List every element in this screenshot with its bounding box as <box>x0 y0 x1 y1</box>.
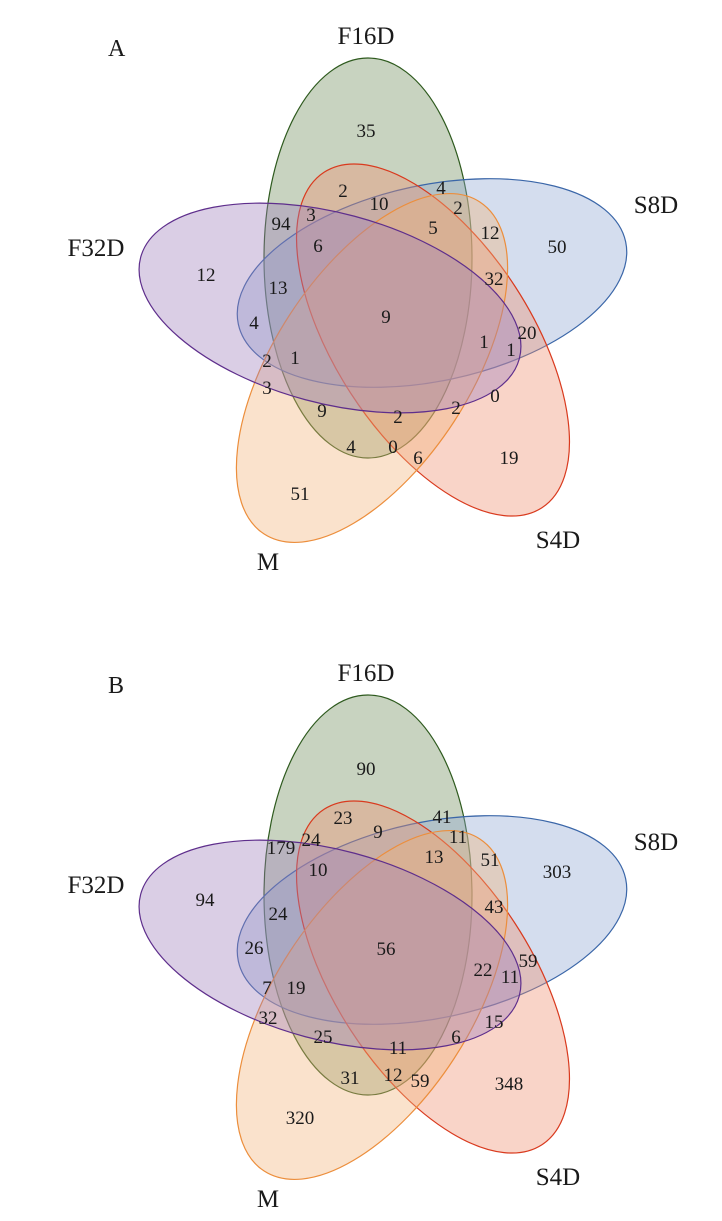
region-count: 13 <box>425 847 444 868</box>
region-count: 13 <box>269 278 288 299</box>
panel-label-a: A <box>108 36 126 62</box>
region-count: 94 <box>196 890 216 911</box>
region-count: 4 <box>436 178 446 199</box>
set-label-s4d: S4D <box>536 1164 580 1191</box>
region-count: 1 <box>506 340 516 361</box>
region-count: 179 <box>267 838 296 859</box>
region-count: 50 <box>548 237 567 258</box>
region-count: 9 <box>381 307 391 328</box>
panel-label-b: B <box>108 673 124 699</box>
region-count: 10 <box>370 194 389 215</box>
region-count: 59 <box>519 951 538 972</box>
set-ellipse-s4d <box>295 163 571 517</box>
region-count: 12 <box>384 1065 403 1086</box>
region-count: 11 <box>449 827 467 848</box>
region-count: 5 <box>428 218 438 239</box>
set-ellipse-m <box>235 192 509 544</box>
region-count: 348 <box>495 1074 524 1095</box>
region-count: 25 <box>314 1027 333 1048</box>
region-count: 4 <box>346 437 356 458</box>
region-count: 26 <box>245 938 264 959</box>
region-count: 12 <box>481 223 500 244</box>
set-label-m: M <box>257 549 279 576</box>
set-ellipse-f16d <box>263 57 473 459</box>
region-count: 1 <box>479 332 489 353</box>
region-count: 51 <box>291 484 310 505</box>
region-count: 23 <box>334 808 353 829</box>
region-count: 12 <box>197 265 216 286</box>
region-count: 7 <box>262 978 272 999</box>
region-count: 1 <box>290 348 300 369</box>
set-ellipse-m <box>235 829 509 1181</box>
set-label-f16d: F16D <box>338 23 395 50</box>
region-count: 11 <box>501 967 519 988</box>
region-count: 303 <box>543 862 572 883</box>
region-count: 2 <box>451 398 461 419</box>
set-label-m: M <box>257 1186 279 1213</box>
set-ellipse-f32d <box>138 202 522 414</box>
set-label-s8d: S8D <box>634 192 678 219</box>
region-count: 90 <box>357 759 376 780</box>
region-count: 32 <box>259 1008 278 1029</box>
region-count: 3 <box>306 205 316 226</box>
region-count: 0 <box>388 437 398 458</box>
set-label-s4d: S4D <box>536 527 580 554</box>
region-count: 9 <box>373 822 383 843</box>
region-count: 320 <box>286 1108 315 1129</box>
region-count: 3 <box>262 378 272 399</box>
region-count: 0 <box>490 386 500 407</box>
set-ellipse-s4d <box>295 800 571 1154</box>
region-count: 51 <box>481 850 500 871</box>
region-count: 10 <box>309 860 328 881</box>
set-label-f16d: F16D <box>338 660 395 687</box>
region-count: 11 <box>389 1038 407 1059</box>
region-count: 6 <box>313 236 323 257</box>
region-count: 19 <box>287 978 306 999</box>
region-count: 41 <box>433 807 452 828</box>
set-ellipse-s8d <box>236 178 628 388</box>
region-count: 19 <box>500 448 519 469</box>
set-ellipse-f32d <box>138 839 522 1051</box>
region-count: 94 <box>272 214 292 235</box>
region-count: 6 <box>413 448 423 469</box>
region-count: 9 <box>317 401 327 422</box>
region-count: 2 <box>338 181 348 202</box>
set-label-f32d: F32D <box>68 235 125 262</box>
set-ellipse-f16d <box>263 694 473 1096</box>
region-count: 4 <box>249 313 259 334</box>
region-count: 20 <box>518 323 537 344</box>
region-count: 6 <box>451 1027 461 1048</box>
set-label-s8d: S8D <box>634 829 678 856</box>
region-count: 2 <box>453 198 463 219</box>
set-label-f32d: F32D <box>68 872 125 899</box>
region-count: 2 <box>262 351 272 372</box>
region-count: 56 <box>377 939 396 960</box>
set-ellipse-s8d <box>236 815 628 1025</box>
region-count: 31 <box>341 1068 360 1089</box>
region-count: 24 <box>269 904 289 925</box>
region-count: 59 <box>411 1071 430 1092</box>
region-count: 2 <box>393 407 403 428</box>
region-count: 35 <box>357 121 376 142</box>
region-count: 22 <box>474 960 493 981</box>
region-count: 32 <box>485 269 504 290</box>
region-count: 24 <box>302 830 322 851</box>
region-count: 15 <box>485 1012 504 1033</box>
region-count: 43 <box>485 897 504 918</box>
